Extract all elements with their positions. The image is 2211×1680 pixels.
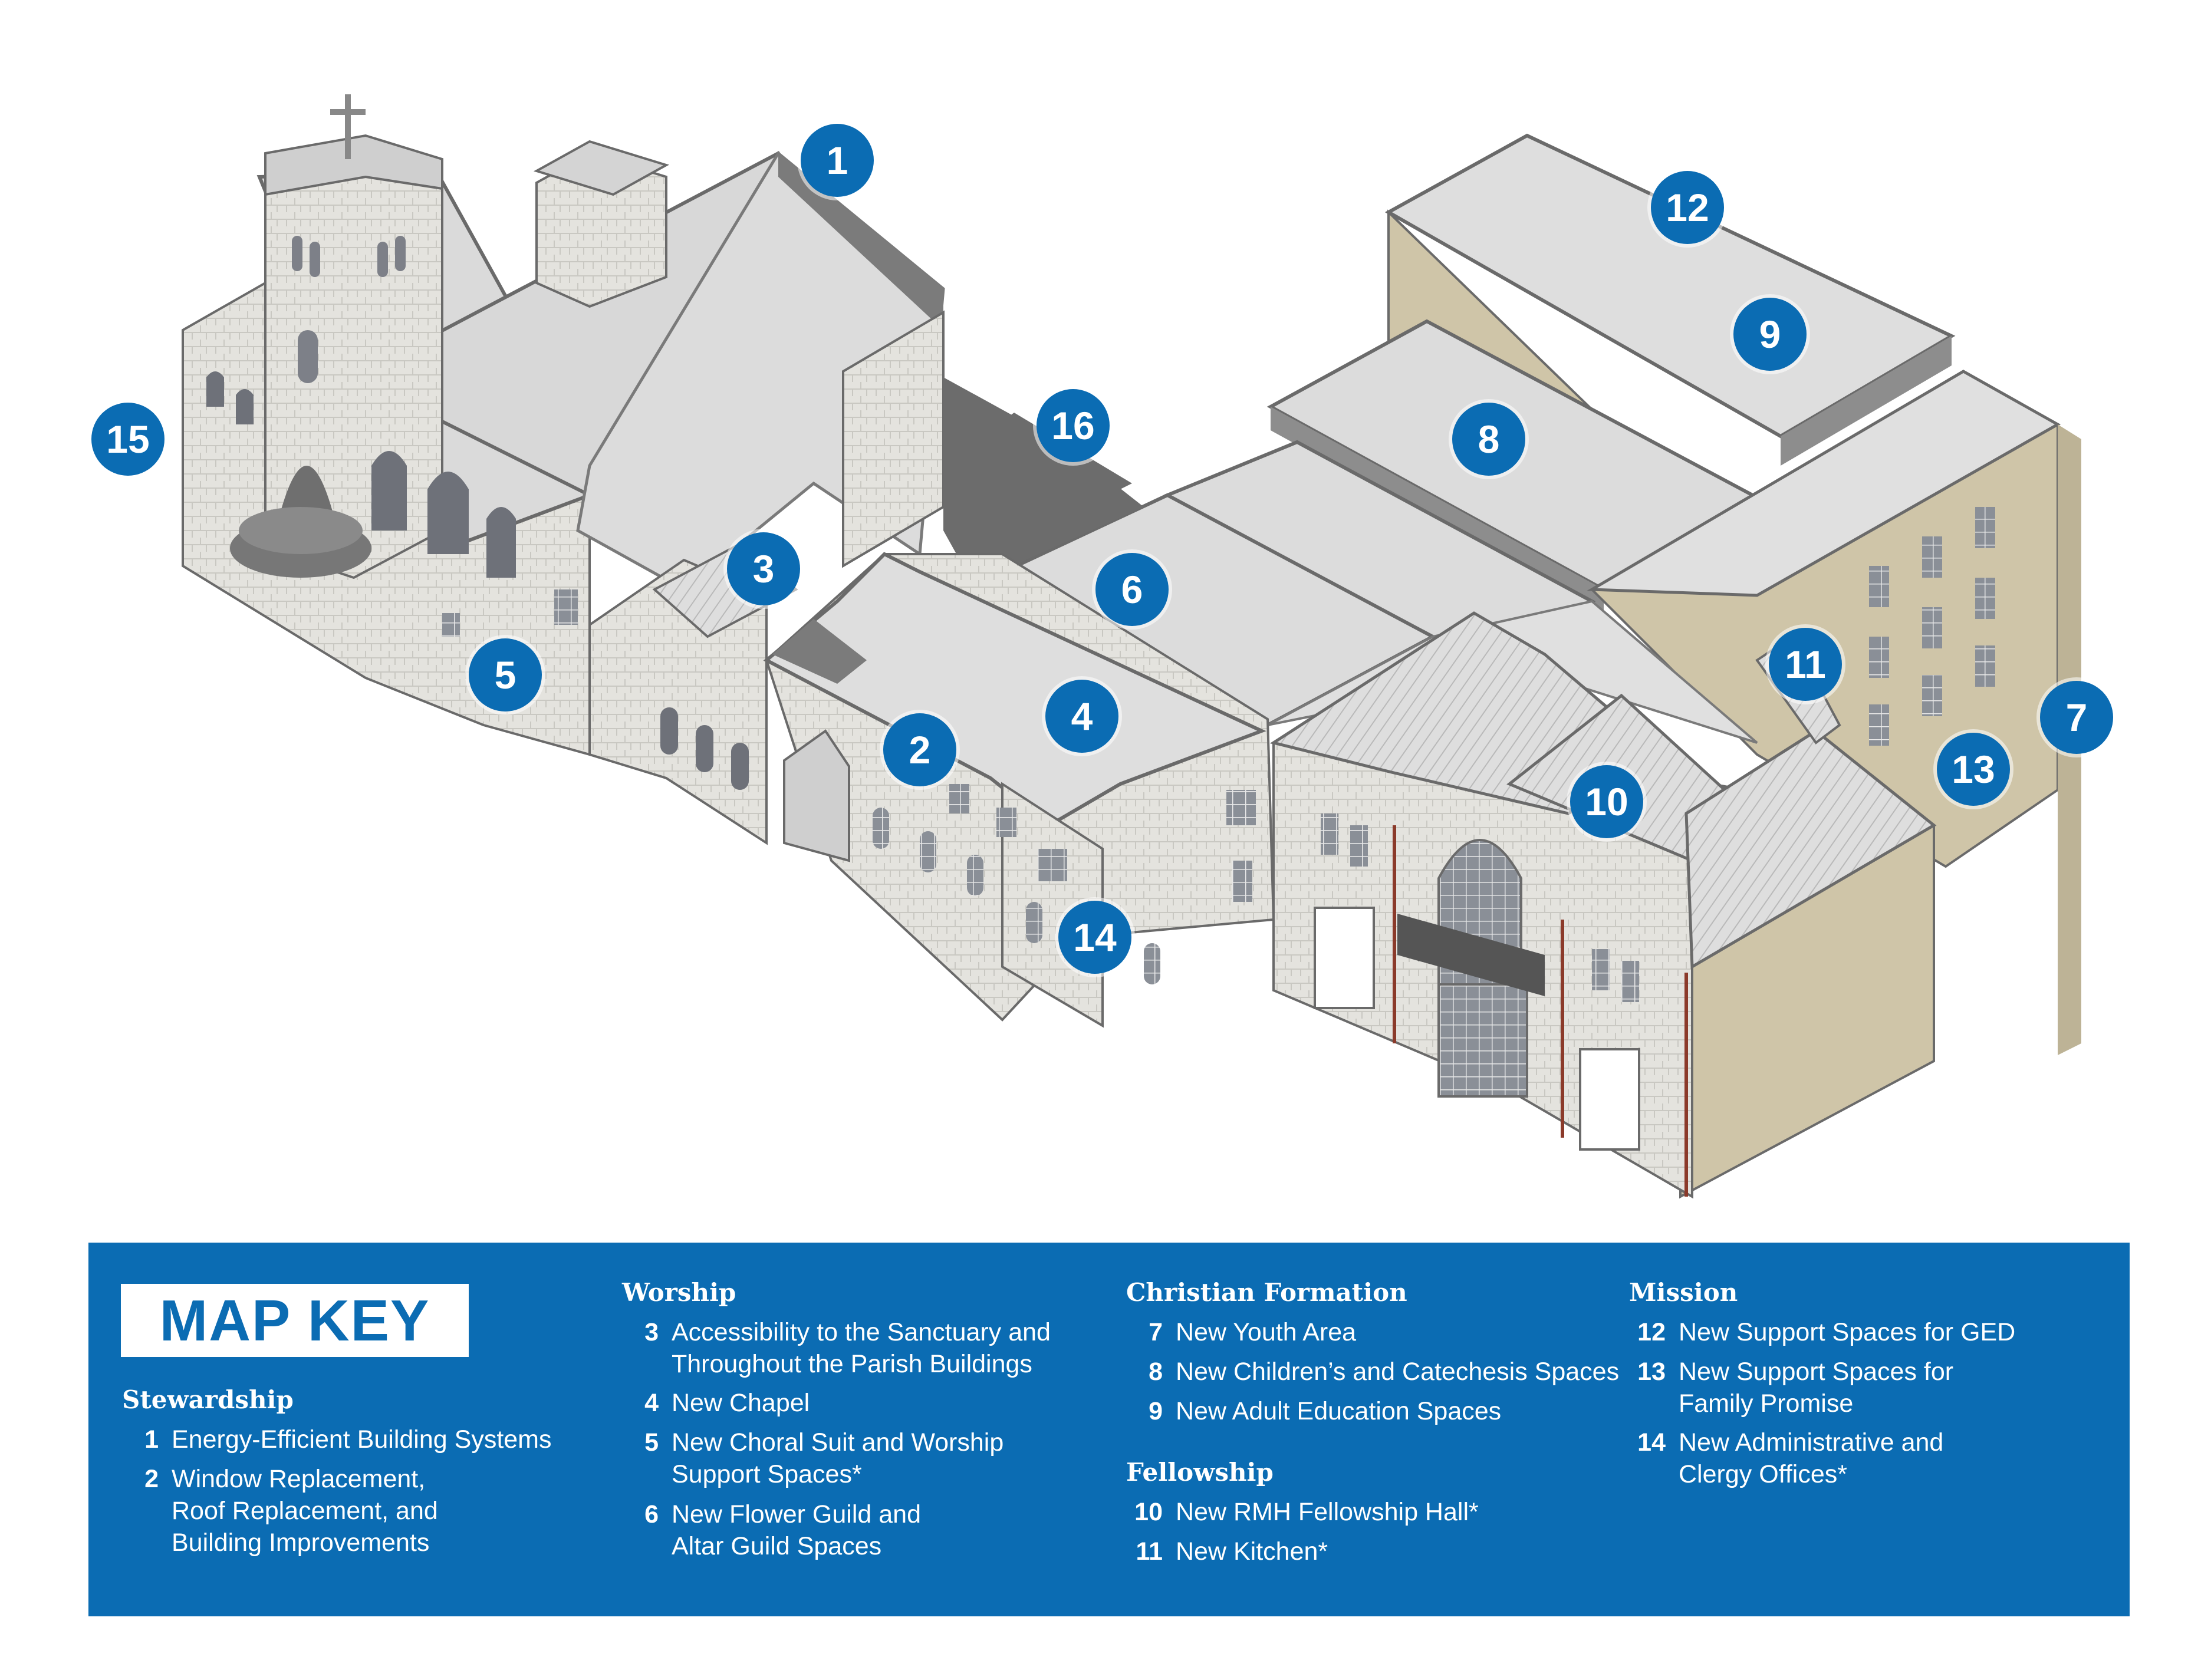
tan-building xyxy=(1266,133,2081,1199)
legend-item-4: 4 New Chapel xyxy=(622,1387,810,1419)
legend-item-text: New Adult Education Spaces xyxy=(1176,1397,1502,1425)
marker-9[interactable]: 9 xyxy=(1733,298,1807,371)
chapel-wing xyxy=(442,541,1275,1028)
legend-item-number: 14 xyxy=(1637,1428,1666,1457)
legend-item-5: 5 New Choral Suit and Worship Support Sp… xyxy=(622,1427,1003,1490)
legend-item-number: 2 xyxy=(144,1465,159,1493)
legend-item-1: 1 Energy-Efficient Building Systems xyxy=(122,1424,552,1455)
legend-item-number: 1 xyxy=(144,1425,159,1454)
marker-13[interactable]: 13 xyxy=(1937,733,2010,806)
legend-item-text: Window Replacement, Roof Replacement, an… xyxy=(172,1465,438,1557)
marker-4[interactable]: 4 xyxy=(1045,680,1118,753)
marker-6[interactable]: 6 xyxy=(1095,553,1169,626)
marker-11[interactable]: 11 xyxy=(1769,628,1842,701)
category-stewardship: Stewardship xyxy=(122,1385,294,1414)
legend-item-14: 14 New Administrative and Clergy Offices… xyxy=(1629,1427,1943,1490)
category-worship: Worship xyxy=(622,1278,736,1307)
category-christian-formation: Christian Formation xyxy=(1126,1278,1407,1307)
legend-item-number: 6 xyxy=(644,1500,659,1529)
legend-item-number: 9 xyxy=(1149,1397,1163,1425)
legend-item-12: 12 New Support Spaces for GED xyxy=(1629,1316,2015,1348)
legend-item-text: New Support Spaces for Family Promise xyxy=(1679,1358,1954,1418)
marker-1[interactable]: 1 xyxy=(801,124,874,197)
marker-8[interactable]: 8 xyxy=(1452,403,1525,476)
legend-item-number: 12 xyxy=(1637,1318,1666,1346)
map-key-title: MAP KEY xyxy=(121,1284,469,1357)
legend-item-number: 7 xyxy=(1149,1318,1163,1346)
legend-item-number: 4 xyxy=(644,1389,659,1417)
marker-2[interactable]: 2 xyxy=(883,713,956,786)
legend-item-2: 2 Window Replacement, Roof Replacement, … xyxy=(122,1463,438,1559)
marker-14[interactable]: 14 xyxy=(1058,901,1131,974)
legend-item-number: 11 xyxy=(1136,1537,1163,1566)
legend-item-8: 8 New Children’s and Catechesis Spaces xyxy=(1126,1356,1619,1388)
legend-item-number: 13 xyxy=(1637,1358,1666,1386)
legend-item-13: 13 New Support Spaces for Family Promise xyxy=(1629,1356,1953,1419)
marker-5[interactable]: 5 xyxy=(469,638,542,711)
map-key-panel: MAP KEY Stewardship 1 Energy-Efficient B… xyxy=(88,1243,2130,1616)
marker-12[interactable]: 12 xyxy=(1651,171,1724,244)
building-illustration xyxy=(182,94,2081,1199)
category-mission: Mission xyxy=(1629,1278,1738,1307)
marker-3[interactable]: 3 xyxy=(727,532,800,605)
legend-item-text: Energy-Efficient Building Systems xyxy=(172,1425,552,1454)
legend-item-number: 10 xyxy=(1134,1498,1163,1526)
marker-7[interactable]: 7 xyxy=(2040,681,2113,754)
legend-item-text: Accessibility to the Sanctuary and Throu… xyxy=(672,1318,1051,1378)
legend-item-9: 9 New Adult Education Spaces xyxy=(1126,1395,1501,1427)
sanctuary xyxy=(182,94,1144,756)
legend-item-6: 6 New Flower Guild and Altar Guild Space… xyxy=(622,1498,921,1562)
legend-item-text: New Choral Suit and Worship Support Spac… xyxy=(672,1428,1004,1488)
legend-item-text: New Flower Guild and Altar Guild Spaces xyxy=(672,1500,922,1560)
legend-item-number: 5 xyxy=(644,1428,659,1457)
fellowship-hall xyxy=(1269,611,1937,1199)
legend-item-text: New Youth Area xyxy=(1176,1318,1357,1346)
marker-10[interactable]: 10 xyxy=(1570,765,1643,838)
legend-item-7: 7 New Youth Area xyxy=(1126,1316,1356,1348)
legend-item-number: 8 xyxy=(1149,1358,1163,1386)
legend-item-3: 3 Accessibility to the Sanctuary and Thr… xyxy=(622,1316,1051,1380)
legend-item-11: 11 New Kitchen* xyxy=(1126,1536,1328,1567)
legend-item-text: New Administrative and Clergy Offices* xyxy=(1679,1428,1944,1488)
marker-15[interactable]: 15 xyxy=(91,403,164,476)
category-fellowship: Fellowship xyxy=(1126,1458,1274,1487)
legend-item-text: New RMH Fellowship Hall* xyxy=(1176,1498,1479,1526)
legend-item-text: New Chapel xyxy=(672,1389,810,1417)
legend-item-text: New Children’s and Catechesis Spaces xyxy=(1176,1358,1620,1386)
legend-item-number: 3 xyxy=(644,1318,659,1346)
marker-16[interactable]: 16 xyxy=(1037,389,1110,462)
legend-item-text: New Kitchen* xyxy=(1176,1537,1328,1566)
legend-item-text: New Support Spaces for GED xyxy=(1679,1318,2016,1346)
legend-item-10: 10 New RMH Fellowship Hall* xyxy=(1126,1496,1479,1528)
